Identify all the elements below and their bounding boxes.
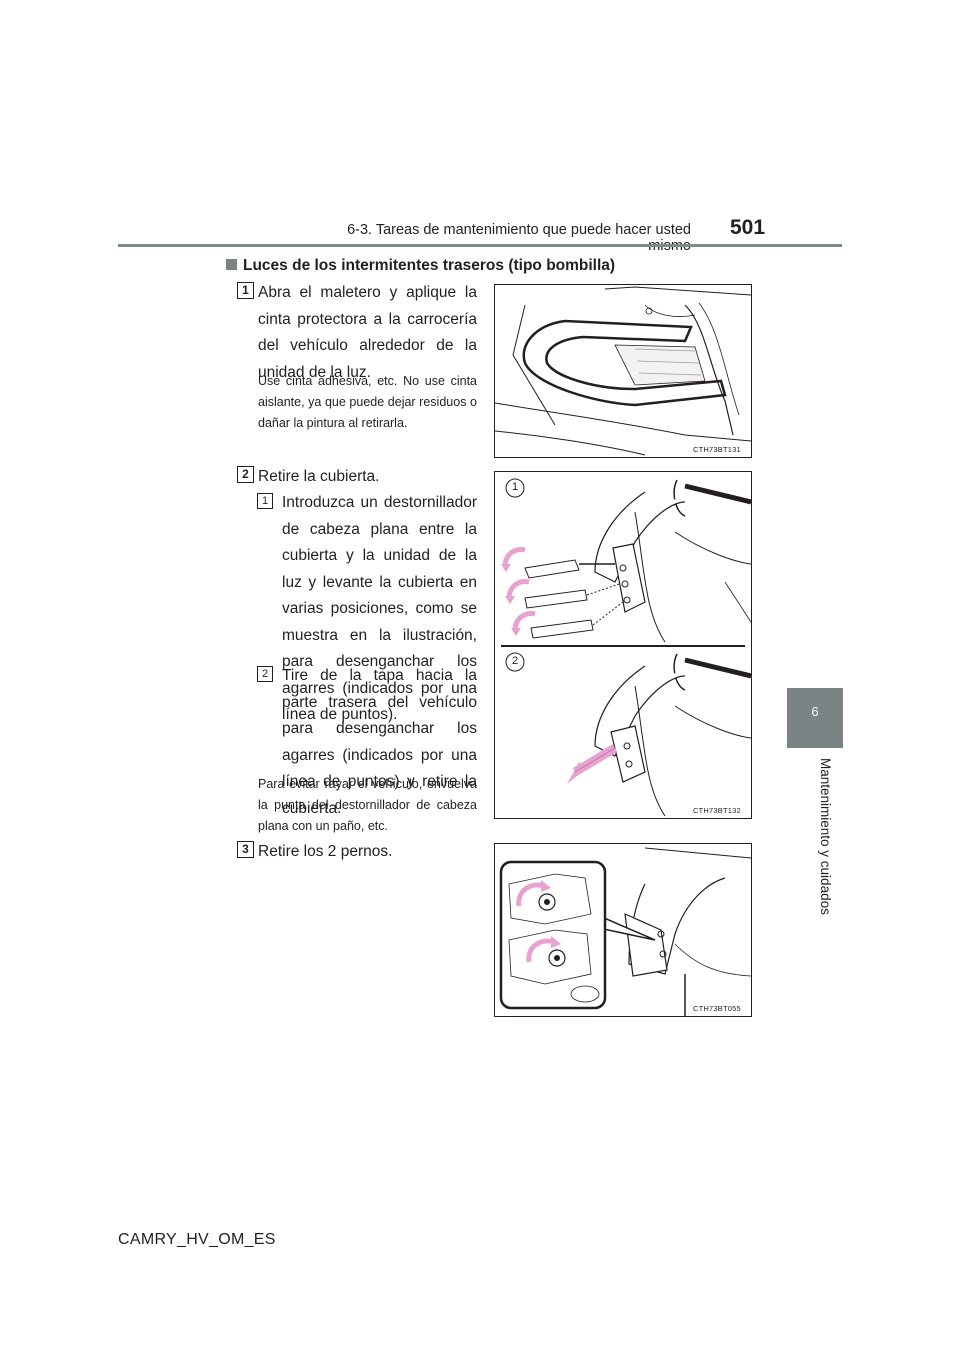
step-badge-2: 2 [237, 466, 254, 483]
step-badge-3: 3 [237, 841, 254, 858]
figure-code: CTH73BT131 [693, 445, 741, 454]
step-2-note: Para evitar rayar el vehículo, envuelva … [258, 777, 477, 833]
bolt-removal-illustration [499, 847, 751, 1016]
chapter-tab-number: 6 [811, 704, 819, 719]
tail-light-tape-illustration [495, 286, 751, 456]
figure-cover-removal: 1 2 CTH73BT132 [494, 471, 752, 819]
step-badge-1: 1 [237, 282, 254, 299]
step-1-text: Abra el maletero y aplique la cinta prot… [258, 284, 477, 381]
heading-bullet-icon [226, 259, 237, 270]
header-section-title: 6-3. Tareas de mantenimiento que puede h… [347, 222, 691, 254]
chapter-tab-label: Mantenimiento y cuidados [818, 758, 833, 915]
figure-bolt-removal: CTH73BT055 [494, 843, 752, 1017]
panel-1-drawing [501, 479, 751, 643]
figure-panel-label-2: 2 [511, 655, 519, 667]
substep-2-text: Tire de la tapa hacia la parte trasera d… [282, 667, 477, 817]
header-rule [118, 244, 842, 247]
panel-2-drawing [567, 653, 751, 817]
figure-code: CTH73BT132 [693, 806, 741, 815]
step-2-text: Retire la cubierta. [258, 468, 380, 485]
section-heading: Luces de los intermitentes traseros (tip… [226, 257, 615, 275]
substep-1-text: Introduzca un destornillador de cabeza p… [282, 494, 477, 723]
figure-tape-application: CTH73BT131 [494, 284, 752, 458]
cover-removal-illustration [501, 478, 751, 817]
page-number: 501 [730, 216, 766, 239]
figure-panel-label-1: 1 [511, 481, 519, 493]
step-3-text: Retire los 2 pernos. [258, 843, 393, 860]
figure-code: CTH73BT055 [693, 1004, 741, 1013]
section-heading-text: Luces de los intermitentes traseros (tip… [243, 257, 616, 274]
footer-doc-id: CAMRY_HV_OM_ES [118, 1231, 276, 1248]
substep-badge-1: 1 [257, 493, 273, 509]
step-1-note: Use cinta adhesiva, etc. No use cinta ai… [258, 374, 477, 430]
substep-badge-2: 2 [257, 666, 273, 682]
chapter-tab [787, 688, 843, 748]
